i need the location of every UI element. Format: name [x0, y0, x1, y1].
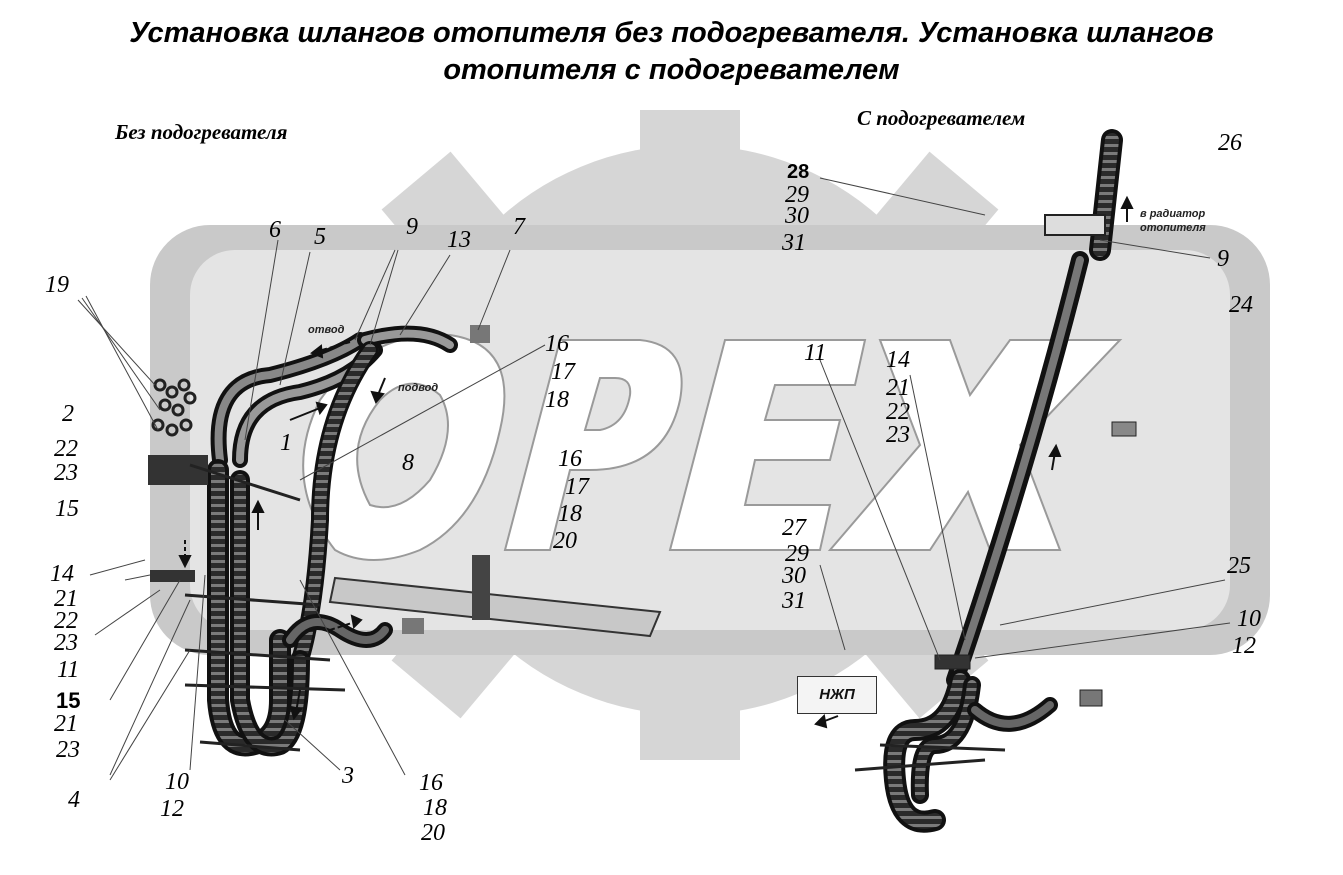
callout-17-a: 17	[551, 359, 575, 385]
callout-8: 8	[402, 450, 414, 476]
note-radiator-line2: отопителя	[1140, 222, 1206, 234]
callout-6: 6	[269, 217, 281, 243]
callout-21-b: 21	[54, 711, 78, 737]
callout-17-b: 17	[565, 474, 589, 500]
left-brackets	[148, 325, 490, 634]
callout-14-b: 14	[886, 347, 910, 373]
callout-16-a: 16	[545, 331, 569, 357]
callout-23-b: 23	[54, 630, 78, 656]
callout-30-a: 30	[785, 203, 809, 229]
callout-23-a: 23	[54, 460, 78, 486]
callout-21-c: 21	[886, 375, 910, 401]
callout-3: 3	[342, 763, 354, 789]
callout-18-a: 18	[545, 387, 569, 413]
callout-31-b: 31	[782, 588, 806, 614]
callout-23-c: 23	[56, 737, 80, 763]
callout-24: 24	[1229, 292, 1253, 318]
callout-10-b: 10	[1237, 606, 1261, 632]
callout-25: 25	[1227, 553, 1251, 579]
callout-26: 26	[1218, 130, 1242, 156]
callout-15-a: 15	[55, 496, 79, 522]
callout-18-c: 18	[423, 795, 447, 821]
callout-29-a: 29	[785, 182, 809, 208]
leader-lines	[77, 177, 1231, 781]
callout-28: 28	[787, 161, 810, 183]
callout-9-right: 9	[1217, 246, 1229, 272]
nzhp-badge: НЖП	[797, 676, 877, 714]
callout-12-b: 12	[1232, 633, 1256, 659]
note-podvod: подвод	[398, 382, 439, 394]
right-brackets	[854, 214, 1137, 772]
callout-23-d: 23	[886, 422, 910, 448]
page-title-line1: Установка шлангов отопителя без подогрев…	[129, 17, 1214, 49]
callout-12-a: 12	[160, 796, 184, 822]
callout-20-a: 20	[553, 528, 577, 554]
callout-10-a: 10	[165, 769, 189, 795]
callout-22-b: 22	[54, 608, 78, 634]
callout-20-b: 20	[421, 820, 445, 846]
callout-22-a: 22	[54, 436, 78, 462]
callout-21-a: 21	[54, 586, 78, 612]
callout-9-left: 9	[406, 214, 418, 240]
callout-1: 1	[280, 430, 292, 456]
callout-30-b: 30	[782, 563, 806, 589]
callout-2: 2	[62, 401, 74, 427]
callout-15-b: 15	[56, 688, 81, 713]
callout-29-b: 29	[785, 541, 809, 567]
page-title-line2: отопителя с подогревателем	[443, 54, 900, 86]
callout-19: 19	[45, 272, 69, 298]
left-tie-rods	[184, 463, 346, 752]
callout-22-c: 22	[886, 399, 910, 425]
note-radiator-line1: в радиатор	[1140, 208, 1206, 220]
note-otvod: отвод	[308, 324, 345, 336]
callout-11-b: 11	[804, 340, 827, 366]
callout-5: 5	[314, 224, 326, 250]
callout-4: 4	[68, 787, 80, 813]
callout-18-b: 18	[558, 501, 582, 527]
callout-7: 7	[513, 214, 525, 240]
right-hose-assembly	[883, 129, 1123, 833]
section-label-left: Без подогревателя	[115, 120, 288, 144]
section-label-right: С подогревателем	[857, 106, 1026, 130]
left-hose-assembly	[207, 325, 458, 757]
callout-16-b: 16	[558, 446, 582, 472]
flow-arrows	[178, 195, 1134, 729]
callout-16-c: 16	[419, 770, 443, 796]
callout-11-a: 11	[57, 657, 80, 683]
callout-13: 13	[447, 227, 471, 253]
heater-pipe	[328, 555, 662, 638]
callout-31-a: 31	[782, 230, 806, 256]
callout-27: 27	[782, 515, 806, 541]
callout-14-a: 14	[50, 561, 74, 587]
